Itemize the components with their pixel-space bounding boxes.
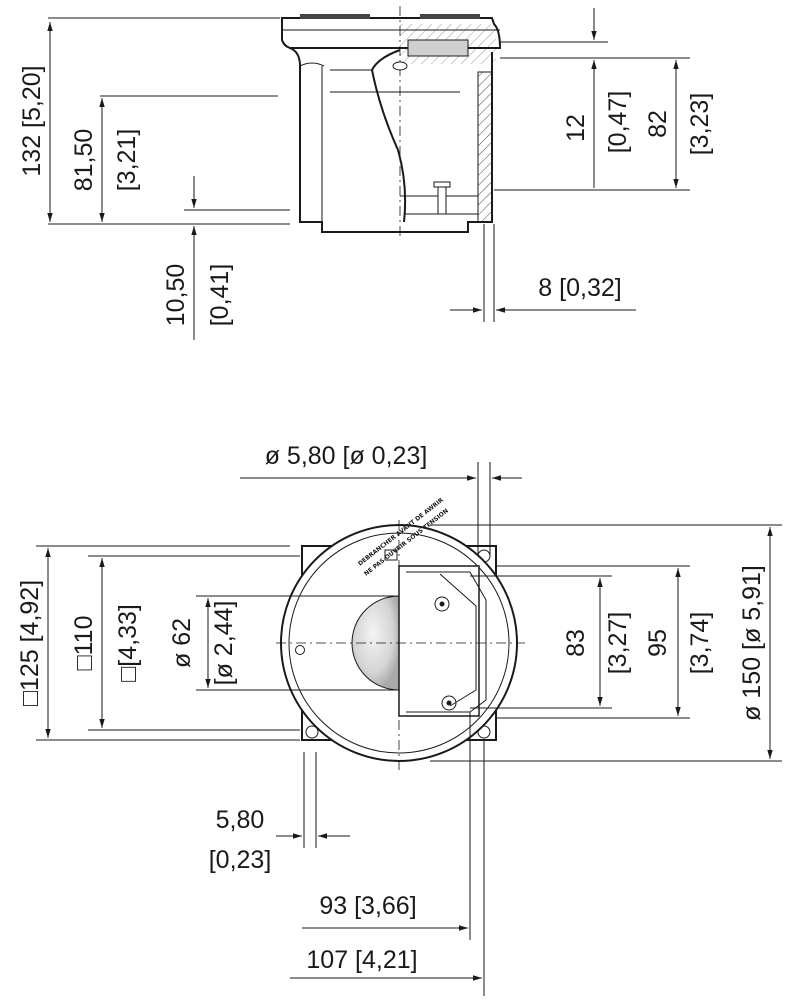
dim-square-outer: □125 [4,92]: [16, 580, 44, 706]
dim-hole-diameter: ø 5,80 [ø 0,23]: [265, 442, 428, 470]
cutaway-section: [398, 565, 480, 717]
dim-width-93: 93 [3,66]: [319, 892, 416, 920]
dim-inner-h-in: [3,27]: [604, 612, 632, 675]
dim-body-mm: 81,50: [70, 129, 98, 192]
corner-hole-bl: [305, 725, 319, 739]
terminal-screw-bottom: [441, 695, 457, 711]
dim-mid-h-mm: 95: [644, 629, 672, 657]
lens: [351, 595, 400, 691]
dim-body-in: [3,21]: [113, 129, 141, 192]
dim-width-107: 107 [4,21]: [306, 946, 417, 974]
top-view: DEBRANCHER AVANT DE AWRIR NE PAS OUVRIR …: [16, 442, 782, 996]
cap-top-ring-right: [420, 14, 480, 19]
dim-wall-in: [3,23]: [686, 93, 714, 156]
small-hole-left: [295, 645, 305, 655]
dim-flange-mm: 10,50: [162, 264, 190, 327]
body-outline: [289, 47, 493, 233]
dim-height-total: 132 [5,20]: [18, 65, 46, 176]
dim-outer-diameter: ø 150 [ø 5,91]: [738, 565, 766, 721]
dim-cap-mm: 12: [562, 114, 590, 142]
cap-top-ring-left: [300, 14, 370, 19]
dim-inner-h-mm: 83: [562, 629, 590, 657]
dim-flange-in: [0,41]: [206, 264, 234, 327]
inner-ring: [288, 532, 510, 754]
dim-offset: 8 [0,32]: [538, 274, 621, 302]
dim-hole-offset-mm: 5,80: [216, 806, 265, 834]
dim-mid-h-in: [3,74]: [686, 612, 714, 675]
dim-square-inner-in: □[4,33]: [114, 604, 142, 682]
dim-cap-in: [0,47]: [604, 91, 632, 154]
dim-wall-mm: 82: [644, 110, 672, 138]
side-view: 132 [5,20] 81,50 [3,21] 10,50 [0,41] 12 …: [18, 6, 714, 340]
dim-lens-in: [ø 2,44]: [210, 601, 238, 686]
terminal-screw-top: [434, 596, 450, 612]
wall-section: [477, 71, 493, 223]
dim-lens-mm: ø 62: [168, 618, 196, 668]
dim-square-inner-mm: □110: [70, 616, 98, 671]
dim-hole-offset-in: [0,23]: [209, 846, 272, 874]
